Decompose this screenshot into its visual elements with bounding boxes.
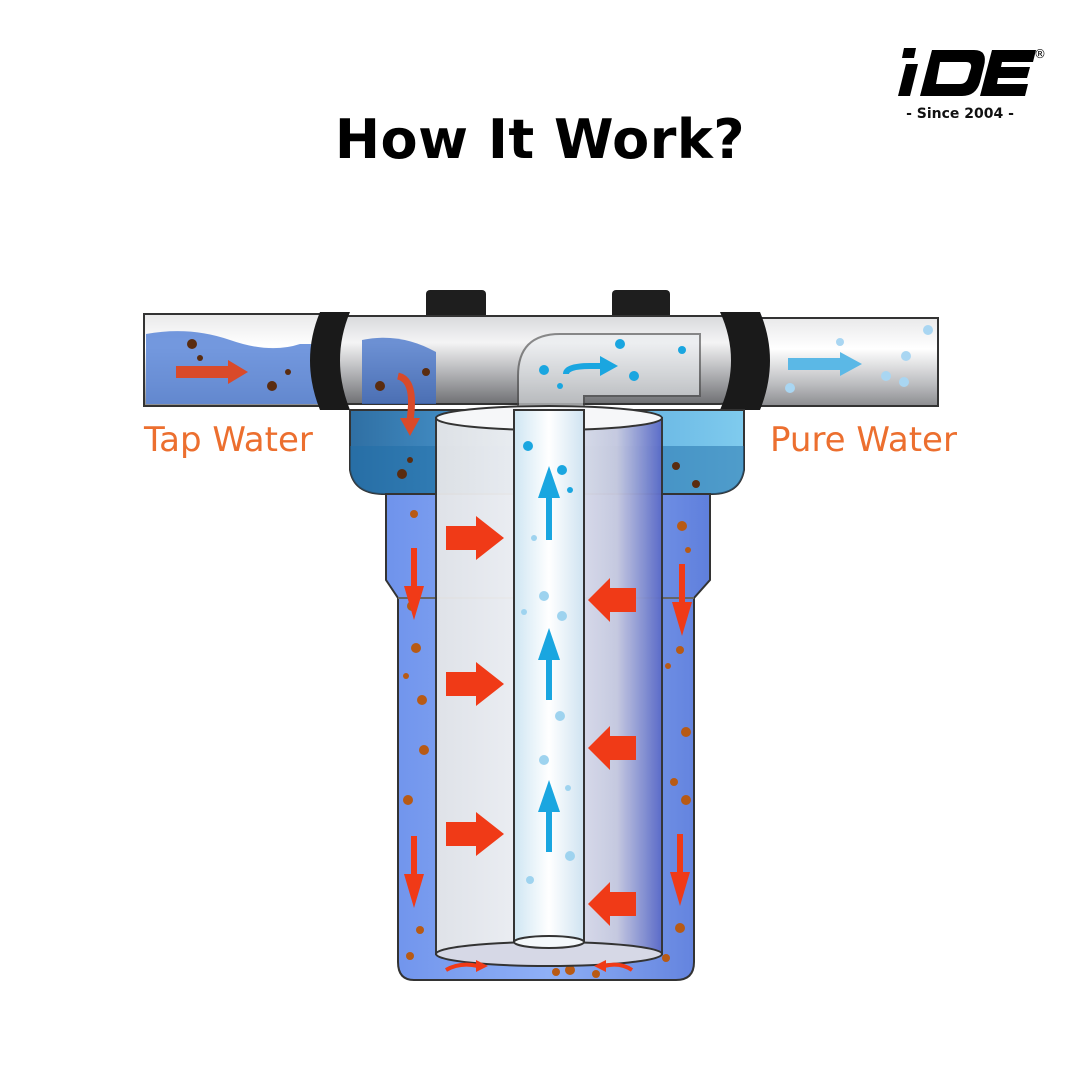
outflow-arrow-icon xyxy=(563,352,862,376)
page-title: How It Work? xyxy=(334,108,746,171)
inflow-arrow-icon xyxy=(176,360,420,436)
brand-logo: ® - Since 2004 - xyxy=(896,44,1052,128)
inlet-pipe xyxy=(143,313,345,407)
ide-logo-icon: ® xyxy=(898,47,1046,96)
filter-head xyxy=(310,312,770,411)
brand-tagline: - Since 2004 - xyxy=(906,106,1014,122)
filter-flow-arrow-icon xyxy=(404,516,692,972)
registered-mark: ® xyxy=(1034,47,1046,61)
pure-water-label: Pure Water xyxy=(770,420,957,460)
clean-water-arrow-icon xyxy=(538,466,560,852)
tap-water-label: Tap Water xyxy=(144,420,313,460)
